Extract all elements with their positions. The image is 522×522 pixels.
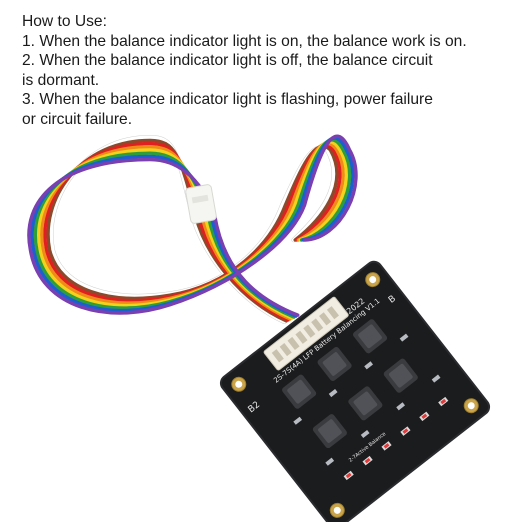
inductor-grid [282, 319, 418, 449]
instructions-heading: How to Use: [22, 13, 107, 30]
usage-instructions: How to Use: 1. When the balance indicato… [22, 12, 512, 129]
wire-harness [27, 134, 358, 325]
instruction-line-3-cont: or circuit failure. [22, 110, 133, 128]
cable-tie [185, 184, 217, 224]
instruction-line-1: 1. When the balance indicator light is o… [22, 32, 467, 50]
jst-connector [263, 296, 349, 371]
balancer-board-photo: 2S-7S(4A) LFP Battery Balancing V1.1 2-7… [27, 134, 491, 522]
board-mark-right: B [387, 294, 398, 306]
instruction-line-2: 2. When the balance indicator light is o… [22, 52, 433, 69]
instruction-line-3: 3. When the balance indicator light is f… [22, 91, 433, 108]
indicator-leds [343, 396, 449, 481]
instruction-line-2-cont: is dormant. [22, 71, 100, 89]
